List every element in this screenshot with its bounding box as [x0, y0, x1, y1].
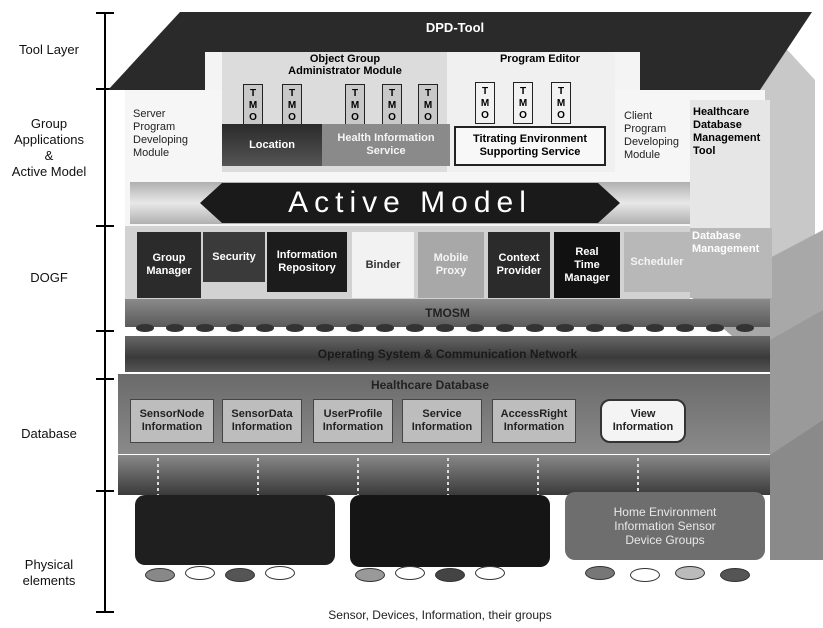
- device-disk: [475, 566, 505, 580]
- device-disk: [265, 566, 295, 580]
- device-disk: [185, 566, 215, 580]
- device-disk: [225, 568, 255, 582]
- device-disk: [675, 566, 705, 580]
- device-group-cylinder: [350, 495, 550, 567]
- security: Security: [203, 232, 265, 282]
- active-model-label: Active Model: [200, 183, 620, 223]
- database-title: Healthcare Database: [250, 376, 610, 394]
- location-service: Location: [222, 124, 322, 166]
- tmosm-connectors: [125, 322, 765, 334]
- device-disk: [630, 568, 660, 582]
- device-disk: [355, 568, 385, 582]
- device-disk: [145, 568, 175, 582]
- binder: Binder: [352, 232, 414, 298]
- sensor-group-cylinder: [135, 495, 335, 565]
- device-disk: [395, 566, 425, 580]
- physical-caption: Sensor, Devices, Information, their grou…: [240, 608, 640, 622]
- scheduler: Scheduler: [624, 232, 690, 292]
- device-disk: [585, 566, 615, 580]
- os-network-band: Operating System & Communication Network: [125, 336, 770, 372]
- device-disk: [435, 568, 465, 582]
- device-disk: [720, 568, 750, 582]
- program-editor-title: Program Editor: [480, 53, 600, 65]
- dpd-tool-title: DPD-Tool: [380, 18, 530, 36]
